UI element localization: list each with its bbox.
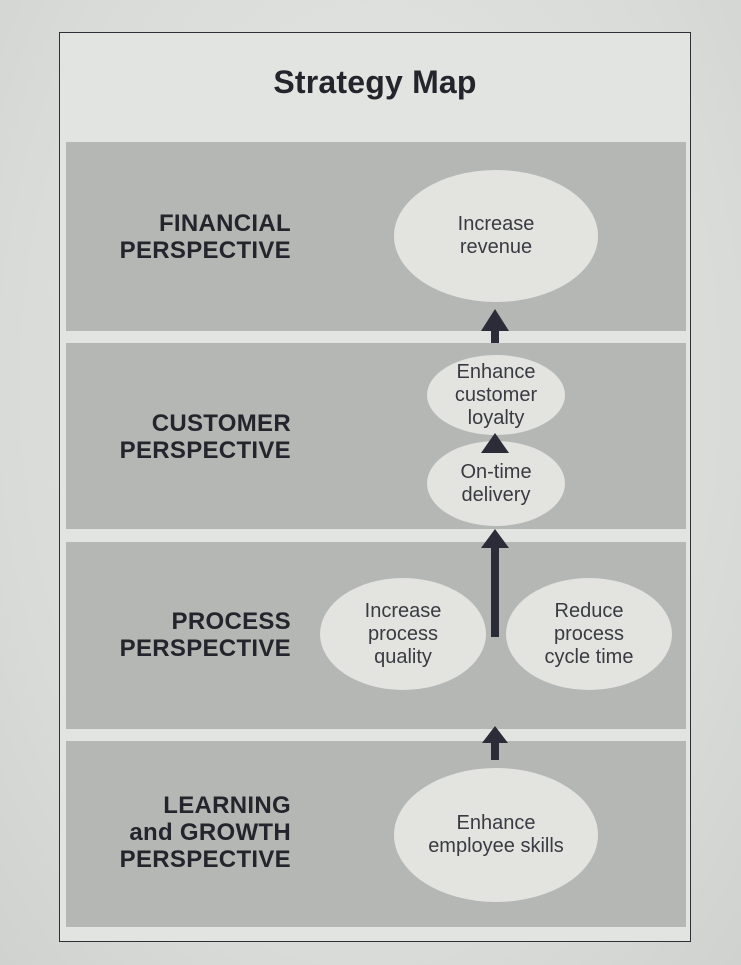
enhance-customer-loyalty-node: Enhance customer loyalty — [427, 355, 565, 435]
on-time-delivery-node: On-time delivery — [427, 441, 565, 526]
customer-perspective-band — [66, 343, 686, 529]
customer-perspective-label: CUSTOMER PERSPECTIVE — [119, 410, 291, 464]
reduce-process-cycle-time-node: Reduce process cycle time — [506, 578, 672, 690]
increase-process-quality-node: Increase process quality — [320, 578, 486, 690]
financial-perspective-label: FINANCIAL PERSPECTIVE — [119, 210, 291, 264]
learning-growth-perspective-label: LEARNING and GROWTH PERSPECTIVE — [119, 792, 291, 873]
enhance-employee-skills-node: Enhance employee skills — [394, 768, 598, 902]
increase-revenue-node: Increase revenue — [394, 170, 598, 302]
process-perspective-label: PROCESS PERSPECTIVE — [119, 608, 291, 662]
diagram-title: Strategy Map — [273, 64, 477, 100]
